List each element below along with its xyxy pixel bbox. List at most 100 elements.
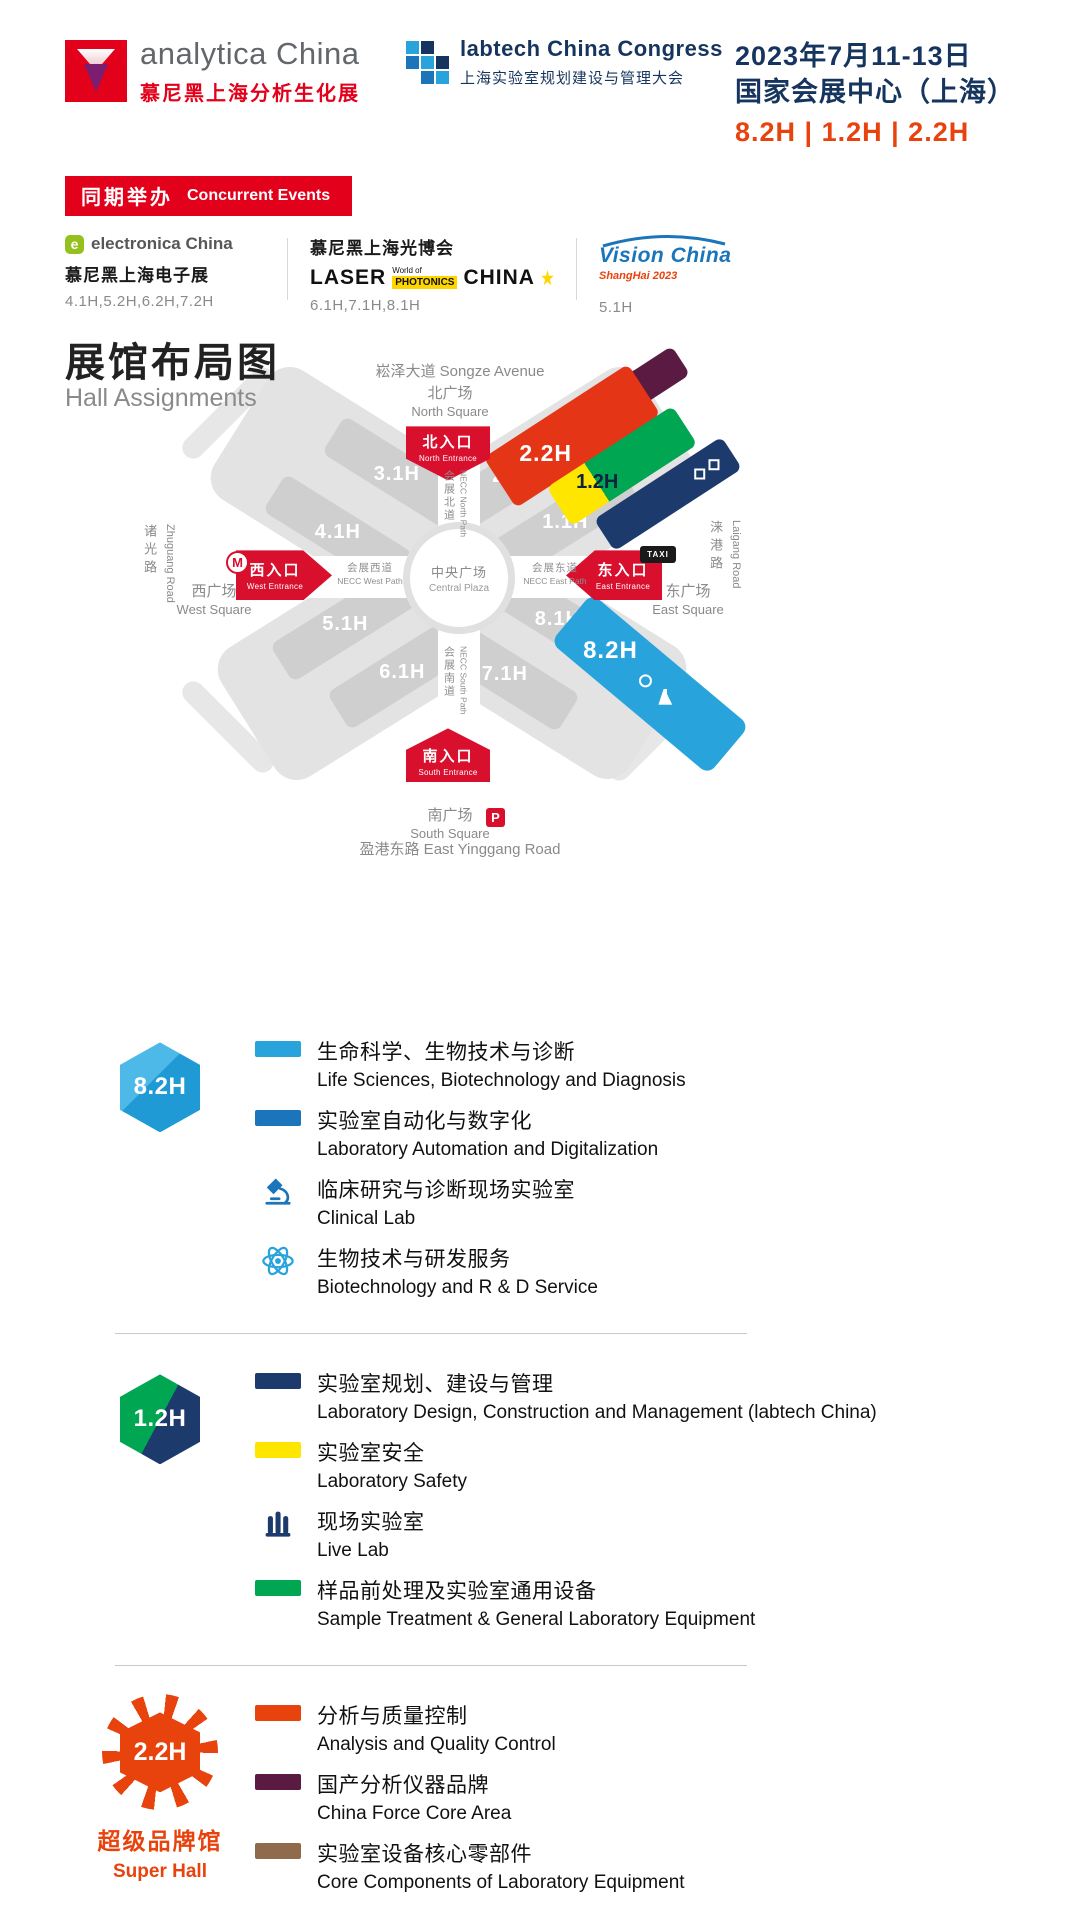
legend-item: 现场实验室 Live Lab bbox=[255, 1506, 1015, 1562]
necc-south-path-label: 会展南道 NECC South Path bbox=[442, 646, 469, 715]
facility-icon bbox=[708, 459, 720, 471]
laser-name-cn: 慕尼黑上海光博会 bbox=[310, 239, 454, 259]
analytica-wordmark: analytica China bbox=[140, 36, 360, 71]
laser-logo: LASER World of PHOTONICS CHINA bbox=[310, 266, 554, 290]
hall-badge-8-2h: 8.2H bbox=[120, 1042, 200, 1133]
vision-logo: Vision China ShangHai 2023 bbox=[599, 234, 829, 282]
analytica-brand: analytica China 慕尼黑上海分析生化展 bbox=[65, 36, 360, 106]
east-square-label: 东广场 East Square bbox=[652, 583, 724, 618]
vision-halls: 5.1H bbox=[599, 299, 633, 317]
west-square-label: 西广场 West Square bbox=[176, 583, 252, 618]
badge-column: 8.2H bbox=[65, 1036, 255, 1299]
badge-column: 1.2H bbox=[65, 1368, 255, 1631]
labtech-logo-tile bbox=[436, 41, 449, 54]
super-hall-label-en: Super Hall bbox=[113, 1861, 207, 1883]
event-info: 2023年7月11-13日 国家会展中心（上海） 8.2H | 1.2H | 2… bbox=[735, 36, 1015, 150]
column-divider bbox=[576, 238, 577, 301]
color-swatch bbox=[255, 1373, 301, 1390]
color-swatch bbox=[255, 1774, 301, 1791]
concurrent-event-laser: 慕尼黑上海光博会 LASER World of PHOTONICS CHINA … bbox=[310, 234, 554, 314]
event-date: 2023年7月11-13日 bbox=[735, 41, 972, 71]
hall-assignments-map: 展馆布局图 Hall Assignments 3.1H 2.1H 4.1H 1.… bbox=[0, 324, 1080, 864]
microscope-icon bbox=[255, 1174, 301, 1210]
color-swatch bbox=[255, 1843, 301, 1860]
laser-wordmark-china: CHINA bbox=[463, 266, 535, 290]
laser-star-icon bbox=[541, 269, 554, 286]
legend-item: 国产分析仪器品牌 China Force Core Area bbox=[255, 1769, 1015, 1825]
vision-subtitle: ShangHai 2023 bbox=[599, 270, 678, 283]
facility-icon bbox=[693, 468, 705, 480]
legend-item: 样品前处理及实验室通用设备 Sample Treatment & General… bbox=[255, 1575, 1015, 1631]
hall-badge-1-2h: 1.2H bbox=[120, 1374, 200, 1465]
yinggang-road-label: 盈港东路 East Yinggang Road bbox=[359, 841, 561, 859]
concurrent-event-vision: Vision China ShangHai 2023 5.1H bbox=[599, 234, 829, 316]
color-swatch bbox=[255, 1110, 301, 1127]
labtech-logo-tile bbox=[406, 71, 419, 84]
labtech-subtitle: 上海实验室规划建设与管理大会 bbox=[460, 70, 685, 87]
test-tubes-icon bbox=[255, 1506, 301, 1542]
labtech-logo-tile bbox=[406, 40, 419, 54]
electronica-halls: 4.1H,5.2H,6.2H,7.2H bbox=[65, 293, 214, 311]
electronica-logo-icon: e bbox=[65, 234, 84, 254]
south-square-label: 南广场 South Square bbox=[410, 807, 490, 842]
laigang-road-label: 涞港路 Laigang Road bbox=[708, 520, 742, 589]
taxi-icon: TAXI bbox=[640, 546, 676, 564]
laser-halls: 6.1H,7.1H,8.1H bbox=[310, 297, 421, 315]
concurrent-event-electronica: e electronica China 慕尼黑上海电子展 4.1H,5.2H,6… bbox=[65, 234, 265, 310]
hall-badge-2-2h: 2.2H bbox=[120, 1712, 200, 1793]
necc-north-path-label: 会展北道 NECC North Path bbox=[442, 470, 469, 538]
labtech-brand: labtech China Congress 上海实验室规划建设与管理大会 bbox=[406, 36, 723, 88]
column-divider bbox=[287, 238, 288, 301]
legend-item: 生物技术与研发服务 Biotechnology and R & D Servic… bbox=[255, 1243, 1015, 1299]
legend-item: 临床研究与诊断现场实验室 Clinical Lab bbox=[255, 1174, 1015, 1230]
legend-section-8-2h: 8.2H 生命科学、生物技术与诊断 Life Sciences, Biotech… bbox=[65, 1036, 1015, 1299]
legend-item: 实验室规划、建设与管理 Laboratory Design, Construct… bbox=[255, 1368, 1015, 1424]
microscope-mini-icon bbox=[639, 674, 653, 688]
event-halls: 8.2H | 1.2H | 2.2H bbox=[735, 116, 970, 147]
central-plaza-label-en: Central Plaza bbox=[428, 583, 490, 595]
section-divider bbox=[115, 1665, 747, 1667]
legend-section-2-2h: 2.2H 超级品牌馆 Super Hall 分析与质量控制 Analysis a… bbox=[65, 1694, 1015, 1894]
analytica-logo-icon bbox=[65, 40, 127, 102]
vision-swoosh-icon bbox=[602, 235, 726, 248]
west-entrance: 西入口 West Entrance bbox=[236, 550, 332, 601]
songze-avenue-label: 崧泽大道 Songze Avenue bbox=[375, 363, 545, 381]
legend-item: 生命科学、生物技术与诊断 Life Sciences, Biotechnolog… bbox=[255, 1036, 1015, 1092]
necc-east-path-label: 会展东道 NECC East Path bbox=[523, 562, 587, 587]
north-square-label: 北广场 North Square bbox=[411, 385, 489, 420]
legend-item: 实验室安全 Laboratory Safety bbox=[255, 1437, 1015, 1493]
concurrent-events-banner: 同期举办 Concurrent Events bbox=[65, 176, 353, 217]
central-plaza-label-cn: 中央广场 bbox=[430, 565, 487, 581]
central-plaza: 中央广场 Central Plaza bbox=[403, 522, 515, 635]
concurrent-title-cn: 同期举办 bbox=[81, 187, 173, 210]
legend-item: 实验室自动化与数字化 Laboratory Automation and Dig… bbox=[255, 1105, 1015, 1161]
metro-icon: M bbox=[226, 551, 249, 575]
super-hall-label-cn: 超级品牌馆 bbox=[97, 1828, 223, 1855]
necc-west-path-label: 会展西道 NECC West Path bbox=[337, 562, 403, 587]
laser-wordmark-middle: World of PHOTONICS bbox=[392, 267, 458, 290]
parking-icon: P bbox=[486, 808, 505, 828]
color-swatch bbox=[255, 1442, 301, 1459]
labtech-logo-tile bbox=[406, 55, 419, 69]
flask-mini-icon bbox=[658, 689, 672, 705]
labtech-wordmark: labtech China Congress bbox=[460, 36, 723, 61]
starburst-icon: 2.2H bbox=[102, 1694, 218, 1811]
event-venue: 国家会展中心（上海） bbox=[735, 77, 1015, 108]
color-swatch bbox=[255, 1041, 301, 1058]
atom-icon bbox=[255, 1243, 301, 1279]
badge-column: 2.2H 超级品牌馆 Super Hall bbox=[65, 1694, 255, 1894]
zhuguang-road-label: 诸光路 Zhuguang Road bbox=[142, 524, 176, 604]
labtech-logo-tile bbox=[436, 70, 449, 84]
map-title-en: Hall Assignments bbox=[65, 384, 257, 413]
laser-wordmark: LASER bbox=[310, 266, 387, 290]
concurrent-title-en: Concurrent Events bbox=[187, 186, 331, 204]
electronica-wordmark: electronica China bbox=[91, 234, 233, 254]
map-title-cn: 展馆布局图 bbox=[65, 341, 280, 386]
analytica-subtitle: 慕尼黑上海分析生化展 bbox=[140, 83, 360, 105]
legend-section-1-2h: 1.2H 实验室规划、建设与管理 Laboratory Design, Cons… bbox=[65, 1368, 1015, 1631]
labtech-logo-icon bbox=[406, 40, 449, 84]
labtech-logo-tile bbox=[421, 55, 434, 69]
labtech-logo-tile bbox=[436, 55, 449, 69]
hall-legend: 8.2H 生命科学、生物技术与诊断 Life Sciences, Biotech… bbox=[0, 1036, 1080, 1894]
